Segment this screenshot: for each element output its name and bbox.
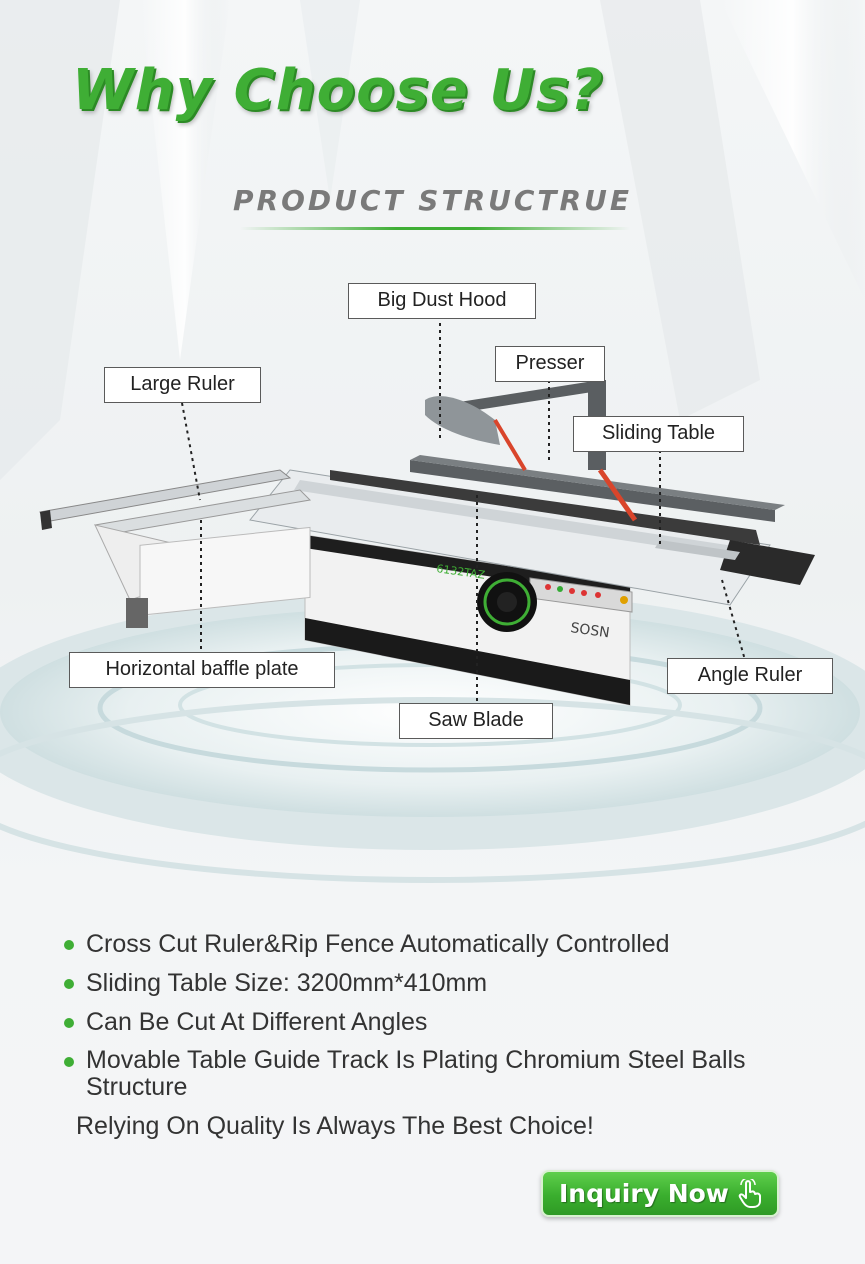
feature-text: Movable Table Guide Track Is Plating Chr… [86, 1046, 746, 1101]
list-item: Sliding Table Size: 3200mm*410mm [62, 969, 842, 997]
page-title: Why Choose Us? [72, 58, 604, 123]
list-item: Movable Table Guide Track Is Plating Chr… [62, 1047, 842, 1101]
bullet-dot-icon [64, 940, 74, 950]
bullet-dot-icon [64, 1057, 74, 1067]
callout-presser: Presser [495, 346, 605, 382]
inquiry-now-button[interactable]: Inquiry Now [541, 1170, 779, 1217]
callout-angle-ruler: Angle Ruler [667, 658, 833, 694]
list-item: Can Be Cut At Different Angles [62, 1008, 842, 1036]
feature-text: Can Be Cut At Different Angles [86, 1008, 428, 1036]
bullet-dot-icon [64, 1018, 74, 1028]
list-item: Cross Cut Ruler&Rip Fence Automatically … [62, 930, 842, 958]
callout-large-ruler: Large Ruler [104, 367, 261, 403]
bullet-dot-icon [64, 979, 74, 989]
section-subtitle: PRODUCT STRUCTRUE [233, 184, 632, 217]
callout-horizontal-baffle-plate: Horizontal baffle plate [69, 652, 335, 688]
feature-list: Cross Cut Ruler&Rip Fence Automatically … [62, 930, 842, 1112]
machine-brand: SOSN [569, 620, 610, 641]
callout-saw-blade: Saw Blade [399, 703, 553, 739]
callout-big-dust-hood: Big Dust Hood [348, 283, 536, 319]
inquiry-button-label: Inquiry Now [559, 1179, 729, 1208]
callout-sliding-table: Sliding Table [573, 416, 744, 452]
subtitle-underline [240, 227, 630, 230]
tagline: Relying On Quality Is Always The Best Ch… [76, 1112, 594, 1140]
pointing-hand-icon [738, 1178, 761, 1208]
feature-text: Sliding Table Size: 3200mm*410mm [86, 969, 488, 997]
feature-text: Cross Cut Ruler&Rip Fence Automatically … [86, 930, 670, 958]
sliding-table-saw-illustration: 6132TAZ SOSN [39, 316, 815, 706]
